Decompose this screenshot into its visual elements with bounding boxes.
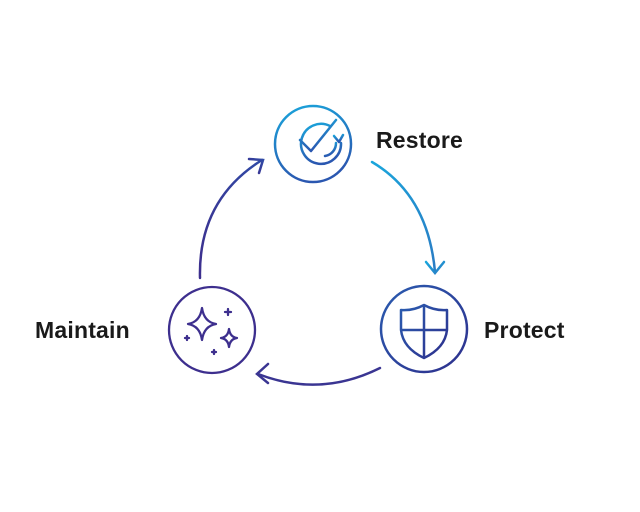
maintain-label: Maintain bbox=[35, 317, 130, 343]
check-refresh-icon bbox=[298, 118, 345, 166]
restore-label: Restore bbox=[376, 127, 464, 153]
arrow-protect-to-maintain bbox=[255, 362, 382, 386]
restore-node bbox=[273, 104, 353, 184]
sparkles-icon bbox=[183, 306, 239, 356]
protect-node bbox=[379, 284, 469, 374]
protect-label: Protect bbox=[484, 317, 565, 343]
shield-icon bbox=[399, 303, 449, 360]
maintain-node bbox=[167, 285, 257, 375]
arrow-maintain-to-restore bbox=[198, 157, 265, 280]
arrow-restore-to-protect bbox=[370, 160, 446, 275]
